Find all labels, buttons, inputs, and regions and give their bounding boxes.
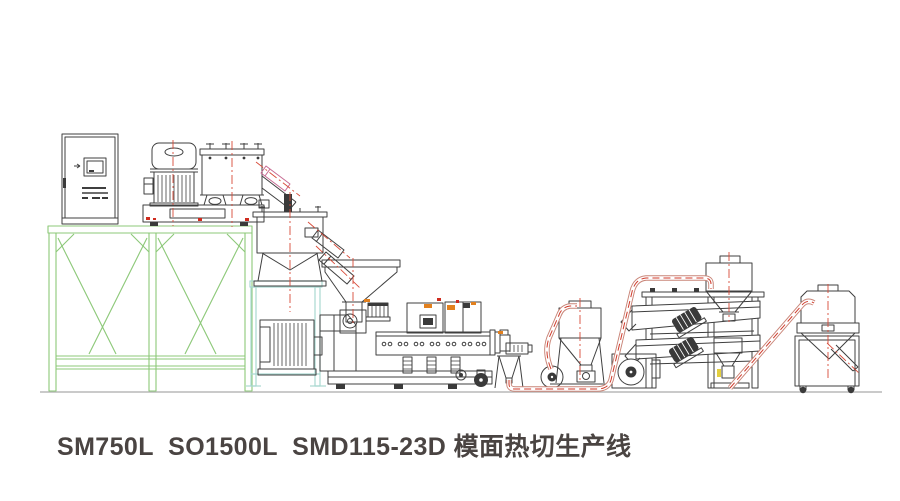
mixer-platform-frame xyxy=(47,225,253,392)
blower-1 xyxy=(540,365,564,390)
die-face-cutter xyxy=(489,329,533,356)
vibrating-screen xyxy=(611,288,765,389)
barrel-vents xyxy=(381,341,487,347)
blower-2 xyxy=(611,353,661,389)
mixer-motor xyxy=(143,142,199,207)
caption: SM750L SO1500L SMD115-23D 模面热切生产线 xyxy=(57,433,632,461)
extruder xyxy=(257,301,533,389)
storage-silo xyxy=(794,284,860,394)
feed-hopper xyxy=(321,259,401,323)
accent-marks xyxy=(146,217,721,377)
hot-mixer-vessel xyxy=(199,143,297,210)
screen-discharge-hopper xyxy=(710,337,750,389)
cooling-mixer-stand xyxy=(246,280,326,387)
control-cabinet xyxy=(61,133,119,225)
mixer-base xyxy=(142,204,265,226)
centerlines xyxy=(172,140,861,383)
cooling-mixer xyxy=(252,194,355,287)
barrel-supports xyxy=(402,356,461,374)
vibration-motor-2 xyxy=(668,337,704,369)
vibration-motor-1 xyxy=(671,307,707,339)
